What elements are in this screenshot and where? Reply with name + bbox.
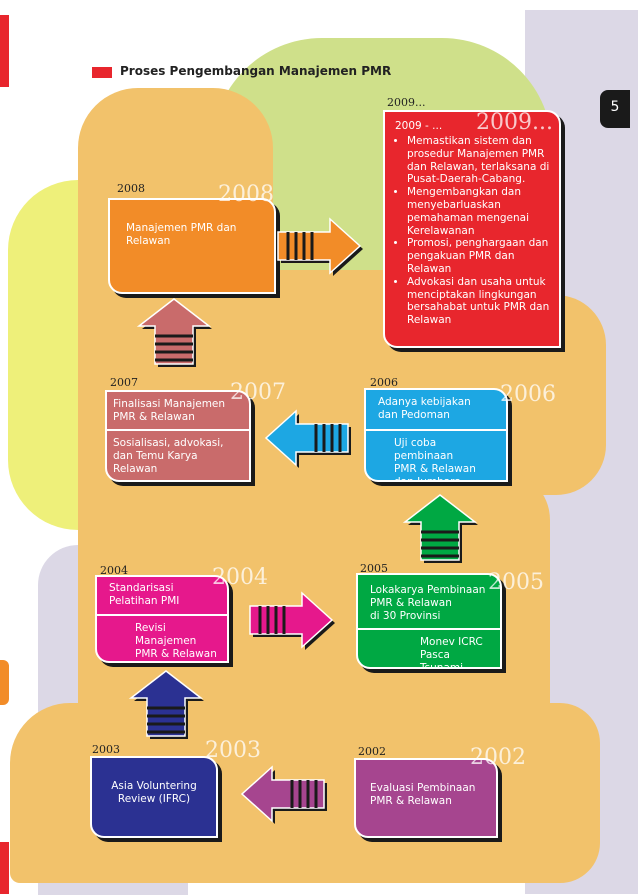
arrow-up-2003-2004 bbox=[128, 670, 204, 739]
ghost-year-2003: 2003 bbox=[205, 738, 261, 763]
text-2005-a: Lokakarya Pembinaan PMR & Relawan di 30 … bbox=[370, 584, 486, 622]
ghost-year-2006: 2006 bbox=[500, 382, 556, 407]
arrow-up-2007-2008 bbox=[136, 298, 212, 367]
box-2003: Asia Voluntering Review (IFRC) bbox=[90, 756, 218, 838]
red-left-edge-bottom bbox=[0, 842, 9, 894]
list-2009: Memastikan sistem dan prosedur Manajemen… bbox=[385, 135, 559, 327]
page-number-tab bbox=[600, 90, 630, 128]
divider bbox=[97, 614, 227, 616]
page-title: Proses Pengembangan Manajemen PMR bbox=[120, 64, 392, 78]
box-2002: Evaluasi Pembinaan PMR & Relawan bbox=[354, 758, 498, 838]
heading-2009: 2009 - ... bbox=[395, 120, 443, 132]
year-label-2009: 2009... bbox=[387, 96, 426, 109]
box-2004: Standarisasi Pelatihan PMI Revisi Manaje… bbox=[95, 575, 229, 663]
ghost-year-2002: 2002 bbox=[470, 745, 526, 770]
red-left-edge-top bbox=[0, 15, 9, 87]
text-2006-a: Adanya kebijakan dan Pedoman bbox=[378, 396, 471, 421]
ghost-year-2008: 2008 bbox=[218, 182, 274, 207]
arrow-left-2006-2007 bbox=[264, 409, 351, 468]
list-item: Advokasi dan usaha untuk menciptakan lin… bbox=[407, 276, 551, 327]
page-number: 5 bbox=[610, 99, 620, 115]
year-label-2007: 2007 bbox=[110, 376, 138, 389]
arrow-left-2002-2003 bbox=[240, 765, 327, 824]
box-2008: Manajemen PMR dan Relawan bbox=[108, 198, 276, 294]
arrow-up-2005-2006 bbox=[402, 494, 478, 563]
arrow-right-2008-2009 bbox=[277, 217, 363, 276]
orange-left-tab bbox=[0, 660, 9, 705]
list-item: Memastikan sistem dan prosedur Manajemen… bbox=[407, 135, 551, 186]
year-label-2006: 2006 bbox=[370, 376, 398, 389]
text-2006-b: Uji coba pembinaan PMR & Relawan dan Jum… bbox=[394, 437, 476, 482]
list-item: Mengembangkan dan menyebarluaskan pemaha… bbox=[407, 186, 551, 237]
box-2009: 2009 - ... Memastikan sistem dan prosedu… bbox=[383, 110, 561, 348]
divider bbox=[107, 429, 249, 431]
year-label-2008: 2008 bbox=[117, 182, 145, 195]
box-2007: Finalisasi Manajemen PMR & Relawan Sosia… bbox=[105, 390, 251, 482]
text-2008: Manajemen PMR dan Relawan bbox=[126, 222, 237, 247]
divider bbox=[358, 628, 500, 630]
ghost-year-2007: 2007 bbox=[230, 380, 286, 405]
box-2005: Lokakarya Pembinaan PMR & Relawan di 30 … bbox=[356, 573, 502, 669]
text-2002: Evaluasi Pembinaan PMR & Relawan bbox=[370, 782, 476, 807]
list-item: Promosi, penghargaan dan pengakuan PMR d… bbox=[407, 237, 551, 275]
year-label-2002: 2002 bbox=[358, 745, 386, 758]
title-marker bbox=[92, 67, 112, 78]
year-label-2004: 2004 bbox=[100, 564, 128, 577]
text-2005-b: Monev ICRC Pasca Tsunami bbox=[420, 636, 483, 669]
ghost-year-2004: 2004 bbox=[212, 565, 268, 590]
year-label-2005: 2005 bbox=[360, 562, 388, 575]
box-2006: Adanya kebijakan dan Pedoman Uji coba pe… bbox=[364, 388, 508, 482]
text-2004-b: Revisi Manajemen PMR & Relawan bbox=[135, 622, 217, 660]
text-2007-b: Sosialisasi, advokasi, dan Temu Karya Re… bbox=[113, 437, 224, 475]
year-label-2003: 2003 bbox=[92, 743, 120, 756]
text-2007-a: Finalisasi Manajemen PMR & Relawan bbox=[113, 398, 226, 423]
arrow-right-2004-2005 bbox=[249, 591, 335, 650]
ghost-year-2005: 2005 bbox=[488, 570, 544, 595]
text-2003: Asia Voluntering Review (IFRC) bbox=[111, 780, 197, 805]
text-2004-a: Standarisasi Pelatihan PMI bbox=[109, 582, 180, 607]
ghost-year-2009: 2009... bbox=[476, 110, 553, 135]
divider bbox=[366, 429, 506, 431]
